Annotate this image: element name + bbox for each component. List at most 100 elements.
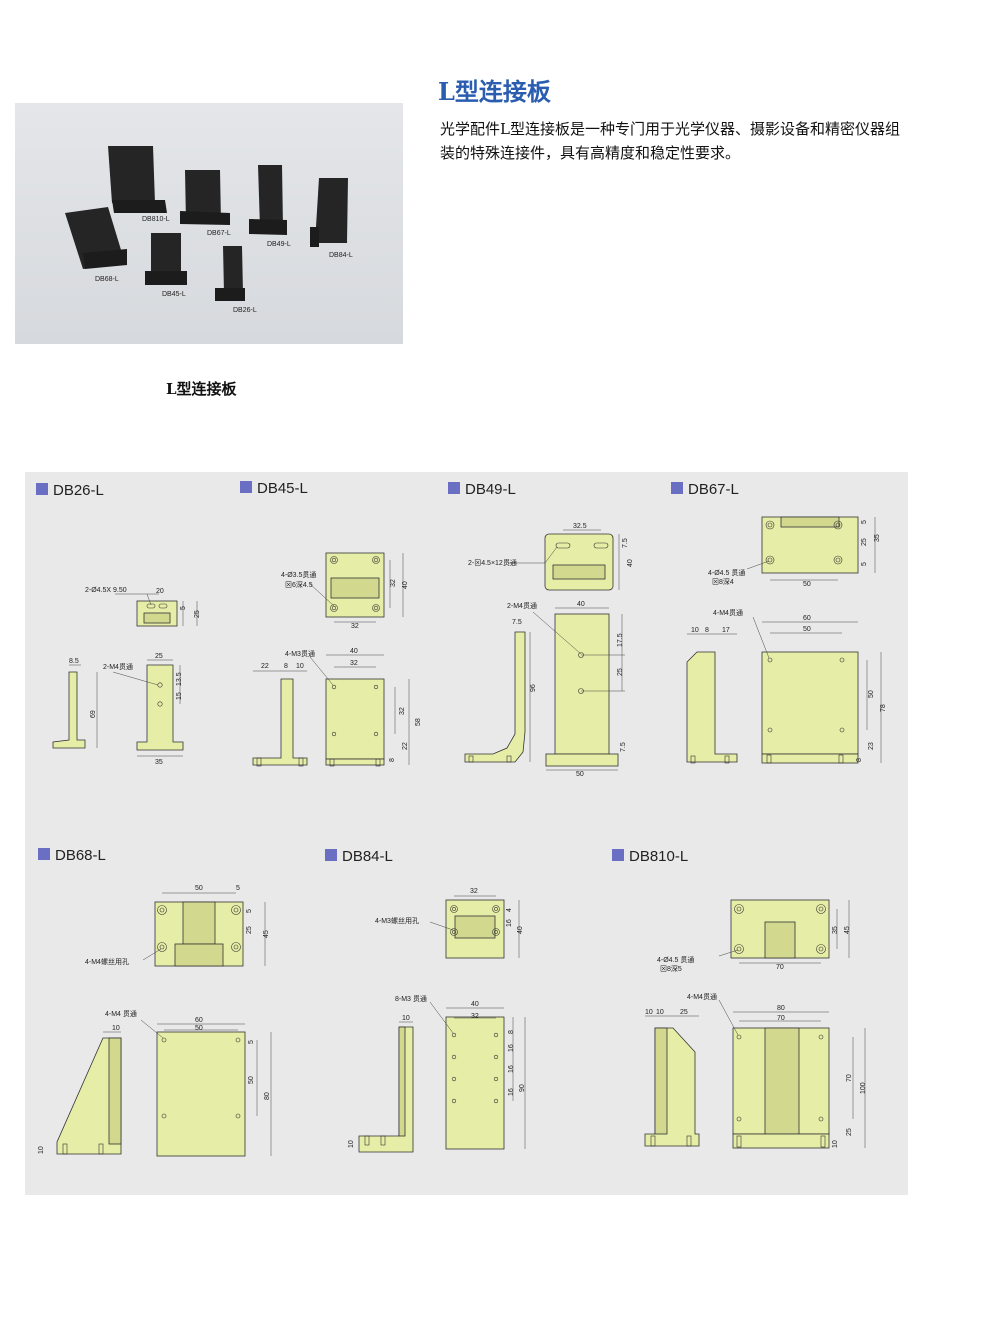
dim-label: 25 [846, 1128, 853, 1136]
section-marker-icon [38, 848, 50, 860]
photo-label: DB810-L [142, 216, 170, 223]
dim-label: 45 [844, 926, 851, 934]
dim-label: 2-⊠4.5×12贯通 [468, 558, 517, 567]
dim-label: 32 [399, 707, 406, 715]
dim-label: 32 [471, 1013, 479, 1020]
dim-label: 4-M3贯通 [285, 649, 315, 658]
part-db810-base [112, 200, 167, 213]
dim-label: 25 [155, 653, 163, 660]
dim-label: 22 [402, 742, 409, 750]
dim-label: 10 [296, 663, 304, 670]
dim-label: 4-Ø3.5贯通 [281, 570, 316, 579]
dim-label: 16 [508, 1088, 515, 1096]
dim-label: 50 [195, 885, 203, 892]
dim-label: 45 [263, 930, 270, 938]
dim-label: 10 [112, 1025, 120, 1032]
photo-caption: L型连接板 [166, 380, 237, 398]
model-name: DB810-L [629, 848, 688, 865]
section-marker-icon [325, 849, 337, 861]
part-db45-plate [151, 233, 181, 281]
photo-label: DB67-L [207, 230, 231, 237]
dim-label: 60 [195, 1017, 203, 1024]
section-marker-icon [612, 849, 624, 861]
dim-label: 100 [860, 1082, 867, 1094]
dim-label: 8 [284, 663, 288, 670]
model-db68: DB68-L 4-M4螺丝用孔 50 5 5 25 45 10 10 4-M4 … [38, 847, 272, 1157]
section-marker-icon [671, 482, 683, 494]
dim-label: 20 [156, 588, 164, 595]
dim-label: 5 [861, 562, 868, 566]
dim-label: 22 [261, 663, 269, 670]
model-db810: DB810-L 4-Ø4.5 贯通 ⊠8深5 70 35 45 10 10 25 [612, 848, 867, 1149]
dim-label: 10 [656, 1009, 664, 1016]
part-side-view [52, 671, 86, 749]
dim-label: 4-Ø4.5 贯通 [708, 568, 745, 577]
dim-label: 40 [517, 926, 524, 934]
dim-label: 4 [506, 908, 513, 912]
model-name: DB67-L [688, 481, 739, 498]
part-db26-base [215, 288, 245, 301]
dim-label: 4-M4螺丝用孔 [85, 957, 129, 966]
dim-label: 70 [777, 1015, 785, 1022]
dim-label: 8.5 [69, 658, 79, 665]
part-db810-plate [108, 146, 155, 203]
dim-label: 32 [390, 579, 397, 587]
model-name: DB84-L [342, 848, 393, 865]
dim-label: 25 [680, 1009, 688, 1016]
dim-label: 2-Ø4.5X 9.50 [85, 587, 127, 594]
dim-label: 25 [861, 538, 868, 546]
part-front-view [554, 613, 610, 755]
model-db67: DB67-L 4-Ø4.5 贯通 ⊠8深4 50 5 25 5 35 10 8 … [671, 481, 887, 764]
dim-label: 8 [856, 758, 863, 762]
model-db45: DB45-L 4-Ø3.5贯通 ⊠6深4.5 32 40 32 22 8 10 [240, 480, 422, 767]
dim-label: 16 [508, 1044, 515, 1052]
dim-label: 58 [415, 718, 422, 726]
part-db84-plate [315, 178, 348, 243]
dim-label: 40 [471, 1001, 479, 1008]
section-marker-icon [448, 482, 460, 494]
dim-label: 10 [348, 1140, 355, 1148]
section-marker-icon [240, 481, 252, 493]
photo-label: DB26-L [233, 307, 257, 314]
part-db67-plate [185, 170, 221, 223]
dim-label: 5 [180, 606, 187, 610]
dim-label: 69 [90, 710, 97, 718]
part-db67-base [180, 211, 230, 225]
photo-label: DB84-L [329, 252, 353, 259]
dim-label: 25 [194, 610, 201, 618]
model-name: DB68-L [55, 847, 106, 864]
dim-label: 7.5 [512, 619, 522, 626]
dim-label: 50 [803, 581, 811, 588]
dim-label: ⊠6深4.5 [285, 580, 313, 589]
part-front-view [761, 651, 859, 755]
dim-label: 7.5 [622, 538, 629, 548]
part-side-view [252, 678, 308, 766]
dim-label: 40 [577, 601, 585, 608]
dim-label: 10 [691, 627, 699, 634]
dim-label: 10 [38, 1146, 45, 1154]
dim-label: 10 [832, 1140, 839, 1148]
dim-label: 15 [176, 692, 183, 700]
dim-label: 10 [402, 1015, 410, 1022]
dim-label: 5 [861, 520, 868, 524]
dim-label: 4-M4贯通 [713, 608, 743, 617]
dim-label: 2-M4贯通 [507, 601, 537, 610]
dim-label: ⊠8深4 [712, 577, 734, 586]
dim-label: 17 [722, 627, 730, 634]
dim-label: 10 [645, 1009, 653, 1016]
dim-label: 17.5 [617, 633, 624, 647]
part-side-view [644, 1027, 700, 1147]
dim-label: 70 [776, 964, 784, 971]
page-title: L型连接板 [438, 77, 551, 106]
dim-label: 35 [832, 926, 839, 934]
drawing-sheet: .p{fill:#e6eda6;stroke:#333;stroke-width… [25, 472, 908, 1195]
dim-label: 8 [389, 758, 396, 762]
photo-label: DB45-L [162, 291, 186, 298]
dim-label: 60 [803, 615, 811, 622]
dim-label: 16 [508, 1065, 515, 1073]
part-db26-plate [223, 246, 243, 293]
dim-label: 7.5 [620, 742, 627, 752]
dim-label: 40 [627, 559, 634, 567]
dim-label: 80 [264, 1092, 271, 1100]
product-photo-art: DB810-L DB67-L DB49-L DB84-L DB68-L DB45… [65, 146, 353, 314]
